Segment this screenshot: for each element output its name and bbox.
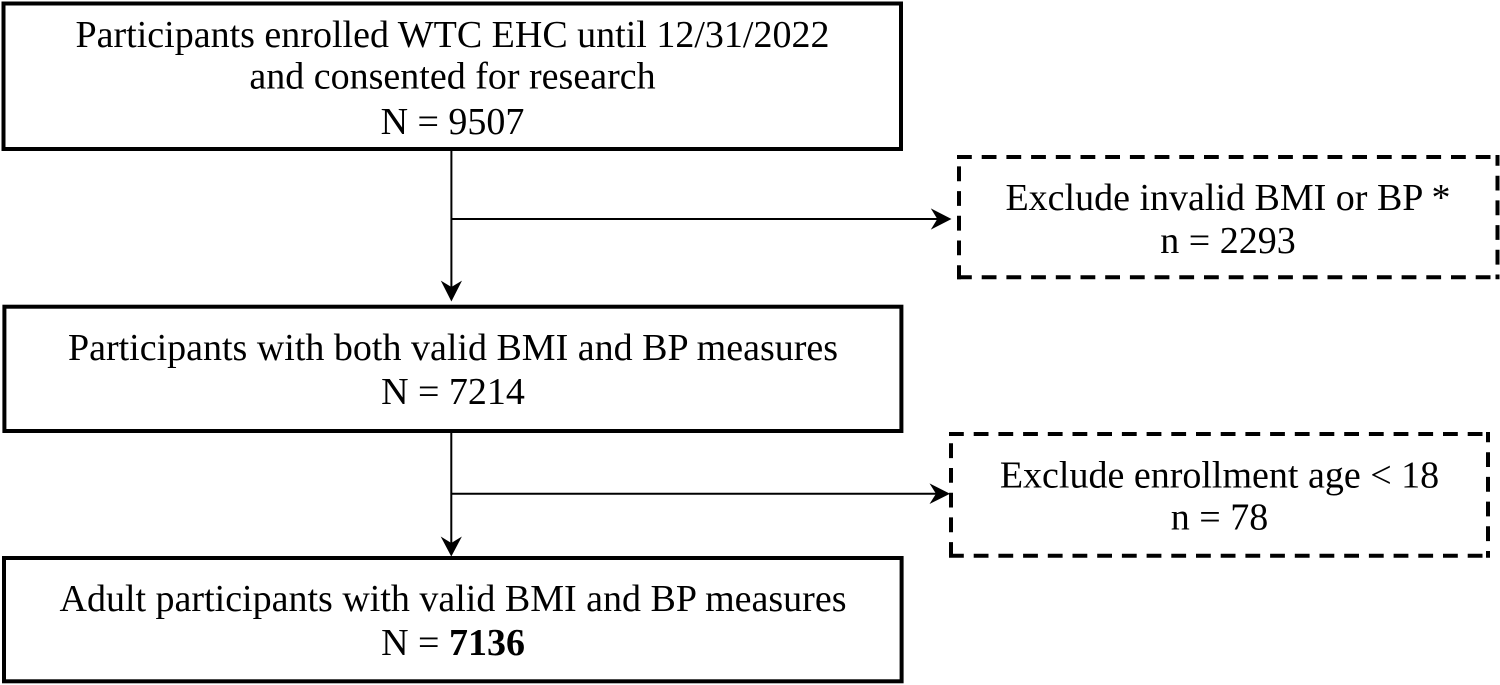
svg-text:N = 7214: N = 7214: [381, 371, 525, 413]
svg-text:Participants with both valid B: Participants with both valid BMI and BP …: [68, 327, 838, 369]
svg-text:N = 9507: N = 9507: [381, 101, 525, 143]
svg-text:Adult participants with valid: Adult participants with valid BMI and BP…: [60, 578, 847, 620]
svg-text:Participants enrolled WTC EHC: Participants enrolled WTC EHC until 12/3…: [76, 14, 830, 56]
svg-text:n = 2293: n = 2293: [1160, 220, 1295, 262]
svg-text:N = 7136: N = 7136: [381, 622, 525, 664]
svg-text:and consented for research: and consented for research: [249, 56, 655, 98]
svg-text:Exclude enrollment age < 18: Exclude enrollment age < 18: [1000, 454, 1439, 496]
svg-text:n = 78: n = 78: [1171, 496, 1268, 538]
svg-text:Exclude invalid BMI or BP *: Exclude invalid BMI or BP *: [1005, 177, 1450, 219]
